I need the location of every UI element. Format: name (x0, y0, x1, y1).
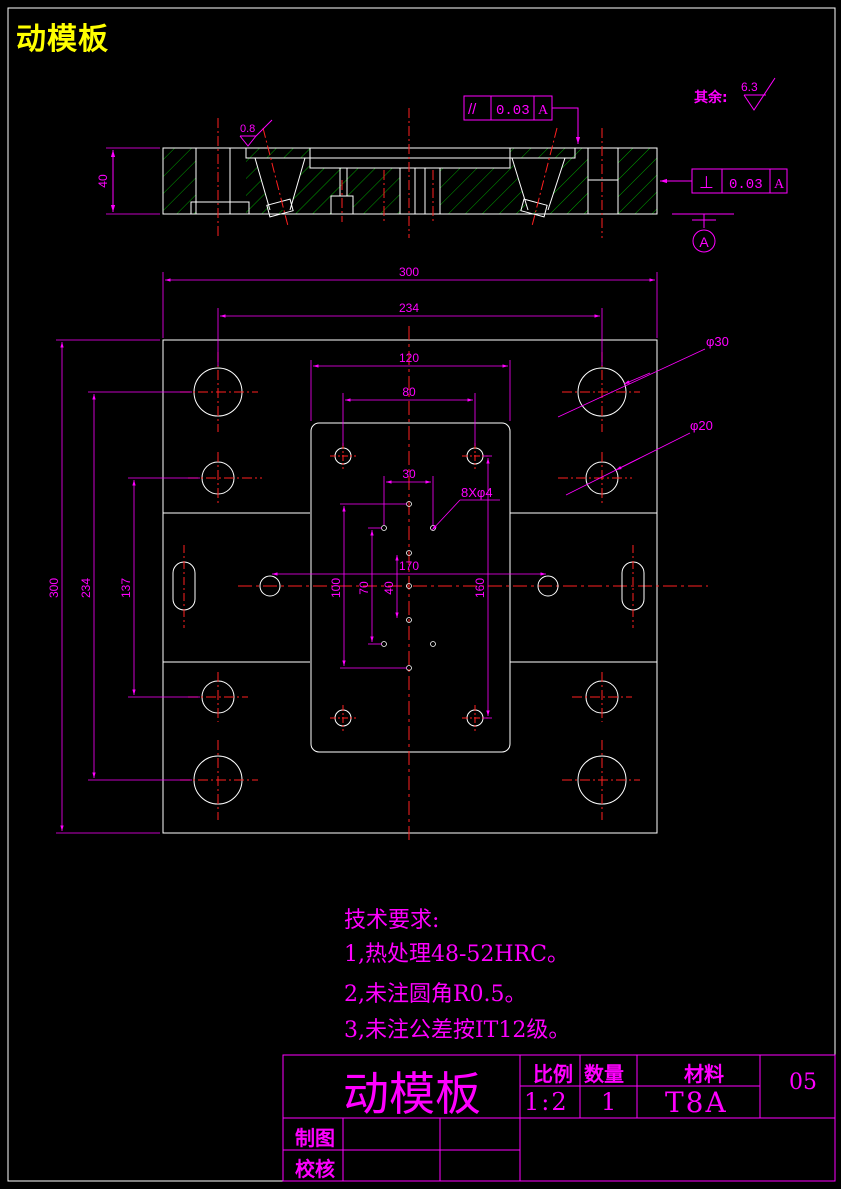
scale-value: 1:2 (524, 1088, 569, 1116)
horizontal-dimensions (162, 272, 658, 576)
sheet-title: 动模板 (16, 22, 109, 57)
surface-finish-value: 6.3 (741, 80, 758, 94)
plan-view: 300 234 120 80 30 170 300 234 137 100 70… (47, 265, 729, 842)
material-value: T8A (665, 1086, 728, 1119)
perpendicularity-value: 0.03 (729, 177, 763, 193)
parallelism-value: 0.03 (496, 103, 530, 119)
qty-value: 1 (601, 1088, 617, 1116)
perpendicularity-symbol: ⊥ (699, 173, 714, 193)
dim-height-overall: 300 (47, 578, 61, 598)
parallelism-symbol: // (468, 101, 477, 118)
dim-width-overall: 300 (399, 265, 419, 279)
drawn-by-label: 制图 (295, 1126, 335, 1150)
drawing-number: 05 (789, 1070, 817, 1095)
dim-pin-y-100: 100 (329, 578, 343, 598)
pocket-outline (310, 422, 511, 753)
dim-pocket-holes-y: 160 (473, 578, 487, 598)
perpendicularity-datum: A (774, 177, 785, 192)
title-block-lines (282, 1054, 836, 1182)
dim-pin-y-70: 70 (357, 581, 371, 595)
requirements-heading: 技术要求: (344, 908, 440, 933)
dim-dia-20: φ20 (690, 418, 713, 433)
parallelism-frame: // 0.03 A (463, 95, 581, 144)
roughness-hole: 0.8 (240, 123, 255, 135)
surface-finish-note: 其余: 6.3 (694, 77, 776, 111)
datum-a-symbol: A (672, 213, 734, 253)
dim-pin-callout: 8Xφ4 (461, 485, 493, 500)
perpendicularity-frame: ⊥ 0.03 A (660, 168, 788, 194)
dim-pocket-width: 120 (399, 351, 419, 365)
dim-pocket-holes-x: 80 (402, 385, 416, 399)
parallelism-datum: A (538, 103, 549, 118)
return-holes (201, 461, 619, 714)
surface-finish-label: 其余: (694, 89, 728, 106)
side-holes (259, 575, 559, 597)
dim-pin-spacing: 30 (402, 467, 416, 481)
section-view: 40 0.8 // 0.03 A ⊥ 0.03 A (96, 95, 788, 253)
dim-slot-spacing: 170 (399, 559, 419, 573)
datum-a-label: A (699, 234, 709, 250)
vertical-dimensions (56, 339, 492, 834)
checked-by-label: 校核 (295, 1157, 335, 1181)
dim-small-hole-spacing-y: 137 (119, 578, 133, 598)
dim-dia-30: φ30 (706, 334, 729, 349)
dim-hole-spacing-y: 234 (79, 578, 93, 598)
dim-pin-y-40: 40 (382, 581, 396, 595)
requirement-item: 2,未注圆角R0.5。 (344, 982, 527, 1007)
material-label: 材料 (684, 1062, 724, 1086)
dim-hole-spacing-x: 234 (399, 301, 419, 315)
scale-label: 比例 (533, 1062, 573, 1086)
part-name: 动模板 (343, 1067, 481, 1121)
thickness-dim: 40 (96, 174, 110, 188)
requirement-item: 1,热处理48-52HRC。 (344, 942, 569, 967)
requirement-item: 3,未注公差按IT12级。 (344, 1018, 571, 1043)
qty-label: 数量 (584, 1062, 624, 1086)
